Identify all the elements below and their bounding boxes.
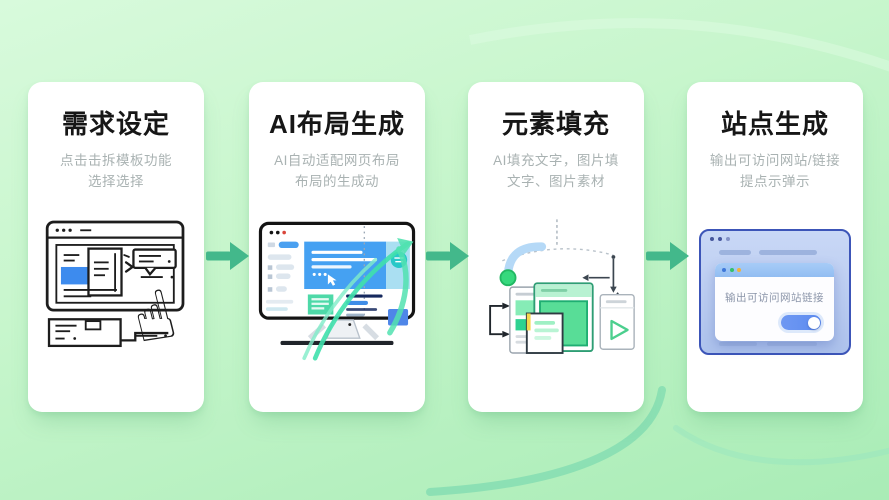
step-desc-line1: AI自动适配网页布局 [274,153,400,168]
step-arrow-1 [206,242,249,270]
step-desc-line1: AI填充文字，图片填 [493,153,619,168]
dot-blue [722,268,726,272]
step-arrow-2 [426,242,469,270]
hero-panel [304,241,387,289]
step-description: 点击击拆模板功能 选择选择 [28,150,204,192]
speech-bubble [132,248,177,270]
step-description: 输出可访问网站/链接 提点示弹示 [687,150,863,192]
dialog-titlebar [715,263,834,277]
browser-window-preview: 输出可访问网站链接 [699,229,851,355]
step-card-site-generation: 站点生成 输出可访问网站/链接 提点示弹示 输出可访问网站链接 [687,82,863,412]
yellow-tab [526,313,531,331]
browser-sketch-illustration: ☝ [45,220,185,359]
toggle-switch[interactable] [781,315,821,330]
swoosh-arrowhead [397,237,414,255]
step-description: AI填充文字，图片填 文字、图片素材 [468,150,644,192]
dialog-text: 输出可访问网站链接 [725,292,824,304]
dot-green [729,268,734,272]
dot-yellow [737,268,741,272]
cursor-icon [327,274,337,286]
step-desc-line2: 布局的生成动 [295,174,379,189]
step-desc-line2: 提点示弹示 [740,174,810,189]
window-traffic-dots [710,237,730,241]
skeleton-line [767,342,817,346]
step-card-requirement-setting: 需求设定 点击击拆模板功能 选择选择 [28,82,204,412]
step-desc-line1: 输出可访问网站/链接 [709,153,841,168]
step-title: 元素填充 [501,109,610,139]
play-icon [610,319,629,341]
toggle-knob [807,316,820,329]
monitor-dashboard-illustration [258,221,416,361]
illustration-ai-layout [249,204,425,374]
illustration-click-template: ☝ [28,204,204,374]
blue-curve-arrow [503,242,547,279]
skeleton-line [719,342,757,346]
step-title: 站点生成 [720,109,829,139]
layers-measure-illustration [489,219,635,354]
output-link-dialog: 输出可访问网站链接 [715,263,834,341]
step-title: AI布局生成 [268,109,405,139]
step-desc-line2: 文字、图片素材 [507,174,605,189]
step-title: 需求设定 [61,109,170,139]
step-description: AI自动适配网页布局 布局的生成动 [249,150,425,192]
illustration-element-filling [468,204,644,374]
skeleton-line [759,250,817,255]
step-desc-line1: 点击击拆模板功能 [60,153,172,168]
step-arrow-3 [646,242,689,270]
step-desc-line2: 选择选择 [88,174,144,189]
step-card-element-filling: 元素填充 AI填充文字，图片填 文字、图片素材 [468,82,644,412]
skeleton-line [719,250,751,255]
illustration-site-output: 输出可访问网站链接 [687,204,863,374]
highlight-block [60,266,88,285]
step-card-ai-layout: AI布局生成 AI自动适配网页布局 布局的生成动 [249,82,425,412]
anchor-dot [499,269,517,287]
